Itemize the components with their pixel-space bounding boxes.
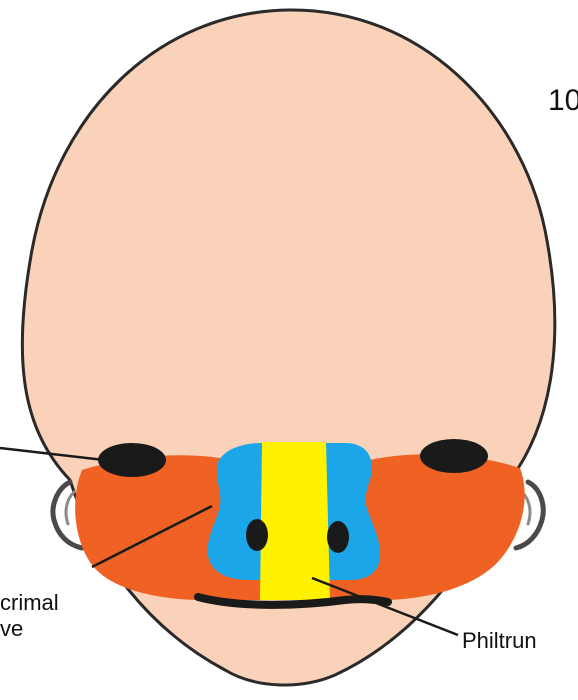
left-ear-inner xyxy=(66,492,74,524)
medial-nasal-process xyxy=(260,442,330,600)
lacrimal-label-line2: ve xyxy=(0,616,23,641)
left-nostril xyxy=(246,519,268,551)
figure-number-label: 10 xyxy=(548,84,578,117)
right-nostril xyxy=(327,521,349,553)
lacrimal-label-line1: crimal xyxy=(0,590,59,615)
left-eye xyxy=(98,443,166,477)
philtrum-label: Philtrun xyxy=(462,628,537,653)
right-eye xyxy=(420,439,488,473)
